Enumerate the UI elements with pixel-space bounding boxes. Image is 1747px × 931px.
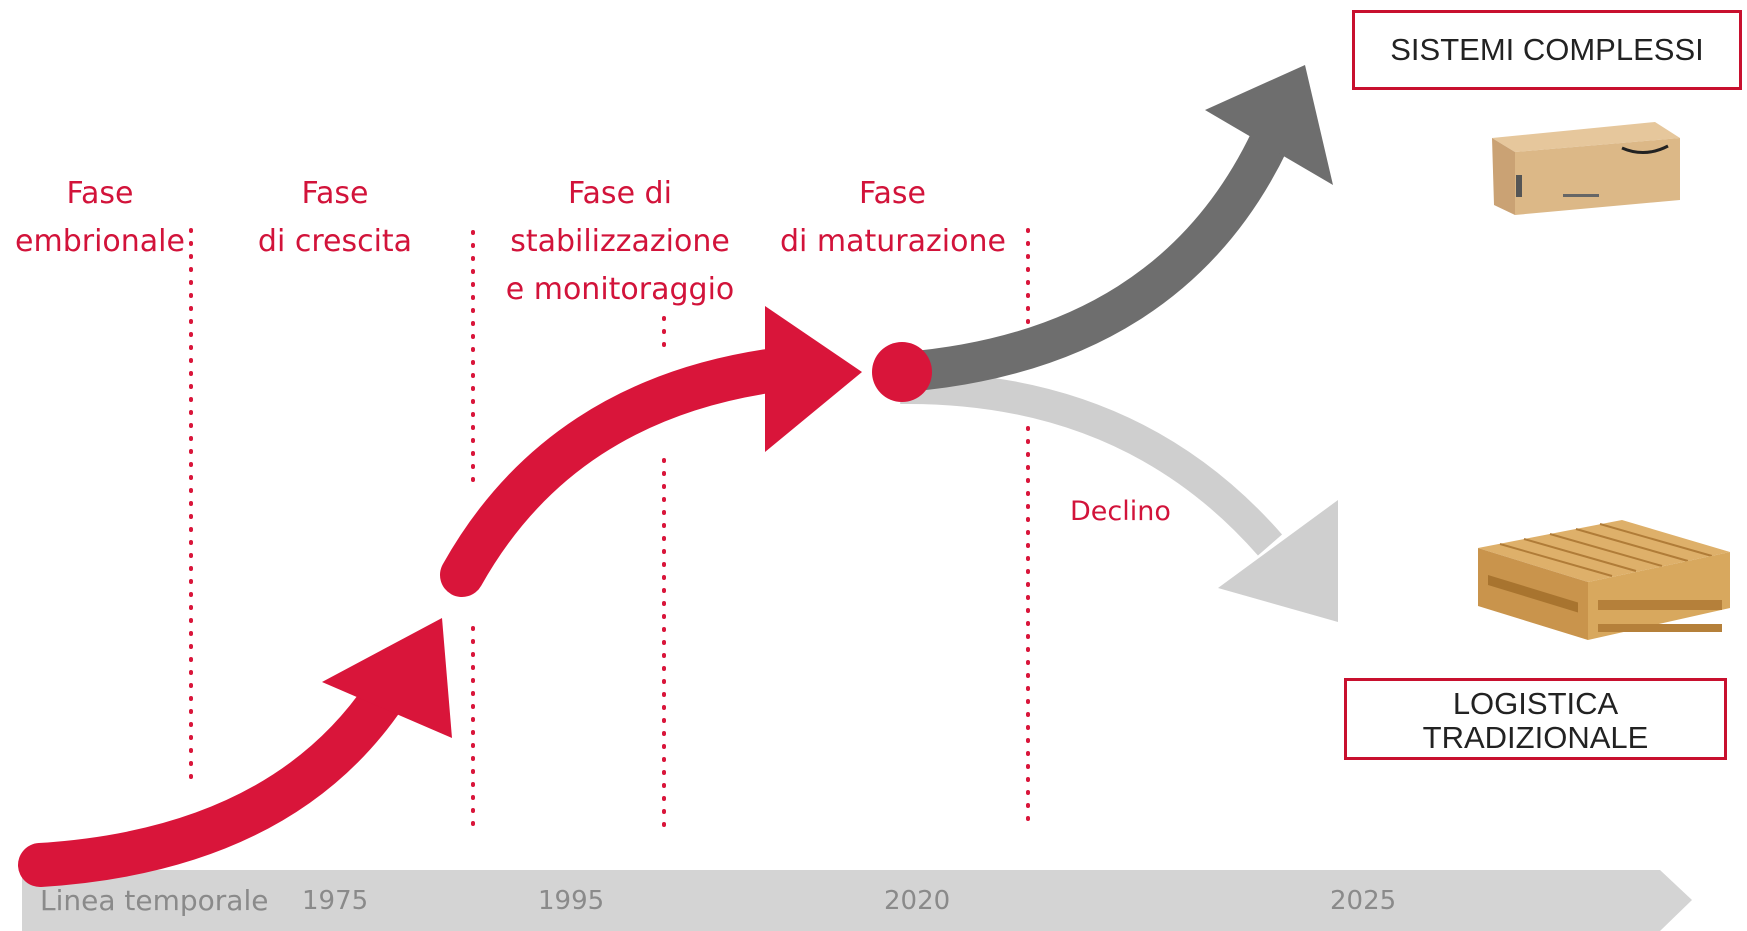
outcome-box-complex-systems: SISTEMI COMPLESSI (1352, 10, 1742, 90)
phase-growth-line1: Fase (301, 176, 369, 211)
decline-arrow-shaft (899, 371, 1283, 556)
wooden-pallet-icon (1478, 520, 1730, 640)
phase-growth-line2: di crescita (257, 224, 413, 259)
outcome-traditional-line1: LOGISTICA (1452, 686, 1619, 721)
timeline-bar (22, 870, 1692, 931)
phase-embryonic-line1: Fase (66, 176, 134, 211)
phase-embryonic-line2: embrionale (15, 224, 185, 259)
phase-label-growth: Fase di crescita (250, 170, 420, 266)
phase-maturity-line1: Fase (859, 176, 926, 211)
cardboard-box-icon (1492, 122, 1680, 215)
timeline-tick-1995: 1995 (538, 886, 605, 916)
outcome-complex-systems-text: SISTEMI COMPLESSI (1390, 32, 1704, 67)
phase-stabilization-line2: stabilizzazione (510, 224, 730, 259)
phase-stabilization-line1: Fase di (568, 176, 672, 211)
timeline-tick-2025: 2025 (1330, 886, 1397, 916)
maturity-point (872, 342, 932, 402)
decline-label: Declino (1070, 496, 1171, 527)
phase-label-embryonic: Fase embrionale (15, 170, 185, 266)
growth-arrow-2-head (765, 306, 862, 452)
outcome-traditional-line2: TRADIZIONALE (1422, 720, 1649, 755)
decline-arrow-head (1218, 500, 1338, 622)
complex-arrow-shaft (903, 131, 1289, 392)
growth-arrow-1-shaft (18, 673, 407, 887)
phase-label-stabilization: Fase di stabilizzazione e monitoraggio (500, 170, 740, 314)
phase-label-maturity: Fase di maturazione (780, 170, 1006, 266)
growth-arrow-1-head (322, 618, 452, 738)
phase-stabilization-line3: e monitoraggio (505, 272, 735, 307)
phase-maturity-line2: di maturazione (780, 224, 1006, 259)
outcome-box-traditional-logistics: LOGISTICA TRADIZIONALE (1344, 678, 1727, 760)
timeline-tick-2020: 2020 (884, 886, 951, 916)
growth-arrow-2-shaft (440, 348, 797, 597)
timeline-tick-1975: 1975 (302, 886, 369, 916)
complex-arrow-head (1205, 65, 1333, 185)
timeline-label: Linea temporale (40, 884, 269, 917)
